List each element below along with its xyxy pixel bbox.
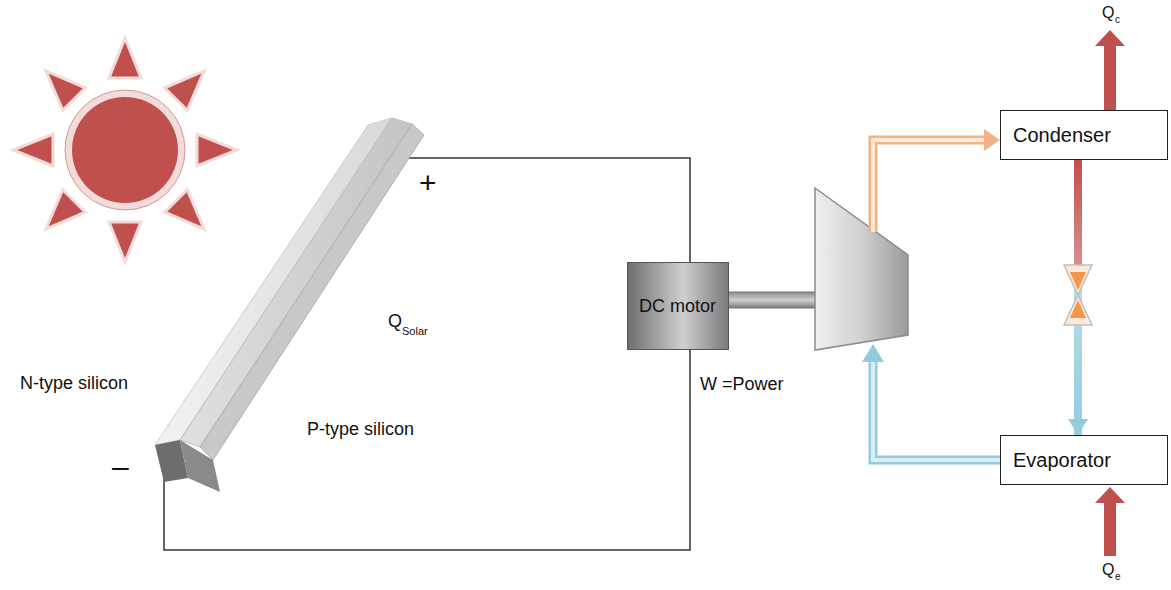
panel-end (180, 440, 220, 492)
sun-ray (165, 190, 216, 241)
valve-tip (1070, 300, 1086, 318)
pipe-arrowhead (984, 129, 1000, 151)
solar-panel (155, 118, 424, 492)
sun-ray (34, 190, 85, 241)
p-layer (200, 124, 424, 460)
quantity-subscript: e (1115, 571, 1121, 582)
layer-name: P-type silicon (307, 420, 414, 440)
heat-arrow (1095, 487, 1125, 503)
sun-ray (197, 134, 237, 166)
sun-ray (34, 59, 85, 110)
quantity-subscript: Solar (402, 325, 428, 337)
condenser-box: Condenser (1000, 110, 1168, 160)
label-anchor: Q (1102, 561, 1114, 579)
quantity-symbol: Q (1102, 4, 1114, 22)
label-anchor: W =Power (700, 375, 784, 395)
label-anchor: Q (388, 312, 402, 332)
sun-ring (65, 90, 185, 210)
terminal-sign: + (419, 166, 437, 199)
label-anchor: e (1115, 571, 1121, 582)
valve-half (1064, 295, 1092, 325)
label-anchor: N-type silicon (20, 374, 128, 394)
label-anchor: Solar (402, 325, 428, 337)
node-label: DC motor (639, 296, 716, 317)
sun-ray (165, 59, 216, 110)
motor-box: DC motor (627, 262, 729, 350)
wire (408, 158, 690, 262)
node-label: Condenser (1013, 124, 1111, 147)
quantity-symbol: Q (1102, 561, 1114, 579)
discharge-pipe (873, 140, 985, 232)
panel-face (155, 118, 392, 445)
label-anchor: c (1115, 14, 1120, 25)
n-layer (180, 118, 412, 447)
expansion-valve (1064, 265, 1092, 325)
label-anchor: + (419, 166, 437, 199)
layer-name: N-type silicon (20, 374, 128, 394)
heat-arrow (1104, 45, 1116, 110)
sun-ray (109, 222, 141, 262)
motor-shaft (728, 292, 817, 308)
terminal-sign: – (112, 450, 129, 483)
evaporator-box: Evaporator (1000, 435, 1168, 485)
sun-ray (109, 38, 141, 78)
valve-half (1064, 265, 1092, 295)
compressor-symbol (815, 188, 908, 350)
heat-arrow (1104, 502, 1116, 556)
label-anchor: P-type silicon (307, 420, 414, 440)
suction-pipe (873, 360, 1000, 460)
label-anchor: Q (1102, 4, 1114, 22)
suction-pipe (873, 360, 1000, 460)
quantity-name: W =Power (700, 375, 784, 395)
label-anchor: – (112, 450, 129, 483)
sun-symbol (13, 38, 237, 262)
quantity-symbol: Q (388, 312, 402, 332)
sun-disc (72, 97, 178, 203)
valve-tip (1070, 272, 1086, 290)
heat-arrow (1095, 30, 1125, 46)
pipe-arrowhead (862, 344, 884, 362)
sun-ray (13, 134, 53, 166)
node-label: Evaporator (1013, 449, 1111, 472)
quantity-subscript: c (1115, 14, 1120, 25)
discharge-pipe (873, 140, 985, 232)
